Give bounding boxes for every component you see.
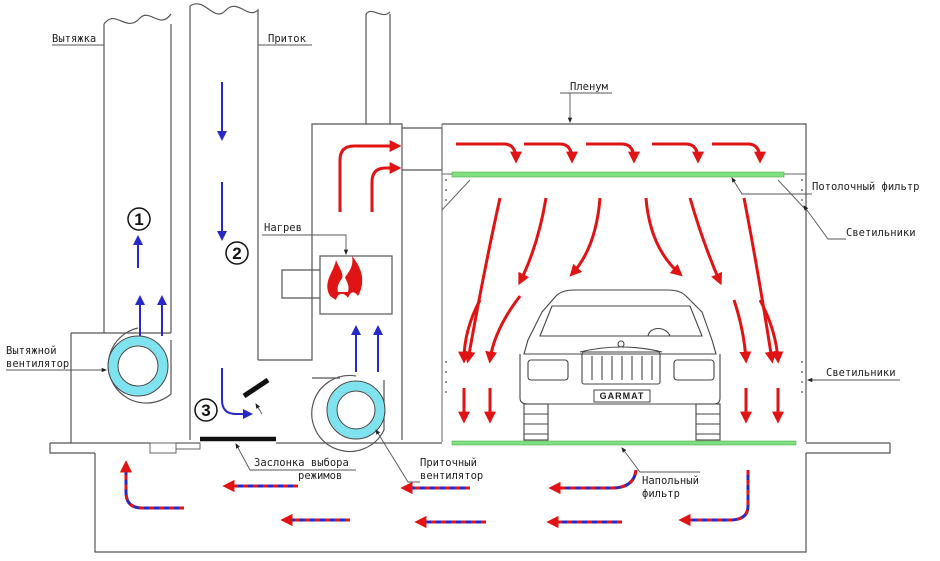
- label-supply: Приток: [268, 33, 307, 45]
- label-exhaust-fan-1: Вытяжной: [6, 345, 57, 357]
- mode-marker-3: 3: [194, 398, 218, 422]
- booth-structure: [49, 3, 891, 553]
- pit-return-arrows: [120, 460, 750, 528]
- booth-downflow-arrows: [458, 197, 784, 424]
- label-heating: Нагрев: [264, 222, 302, 234]
- labels: Вытяжка Приток Пленум Потолочный фильтр …: [6, 33, 919, 500]
- fan-icon: [108, 336, 168, 396]
- car: GARMAT: [519, 289, 721, 441]
- label-floor-filter-2: фильтр: [642, 488, 680, 500]
- damper-flap: [242, 377, 270, 399]
- heated-airflow-arrows: [338, 140, 402, 212]
- flame-icon: [327, 256, 363, 300]
- light-fixture-marks: [445, 179, 803, 393]
- label-lights-top: Светильники: [846, 227, 916, 239]
- exhaust-fan: [107, 327, 172, 404]
- mode-marker-1: 1: [127, 207, 151, 231]
- supply-fan: [311, 374, 386, 453]
- fan-icon: [327, 381, 385, 439]
- label-exhaust: Вытяжка: [52, 33, 96, 45]
- label-lights-side: Светильники: [826, 367, 896, 379]
- label-damper-2: режимов: [298, 470, 342, 482]
- exhaust-airflow-arrows: [133, 235, 167, 336]
- license-plate: [593, 389, 651, 403]
- ceiling-filter: [451, 171, 785, 178]
- label-damper-1: Заслонка выбора: [254, 457, 349, 469]
- label-plenum: Пленум: [570, 81, 609, 93]
- svg-text:3: 3: [201, 401, 210, 420]
- label-ceiling-filter: Потолочный фильтр: [812, 181, 919, 193]
- svg-text:1: 1: [134, 210, 143, 229]
- label-floor-filter-1: Напольный: [642, 475, 699, 487]
- plenum-airflow-arrows: [456, 142, 766, 164]
- label-supply-fan-1: Приточный: [420, 457, 477, 469]
- svg-text:2: 2: [232, 244, 241, 263]
- fan-outlet-arrows: [351, 325, 383, 372]
- mode-marker-2: 2: [225, 241, 249, 265]
- label-supply-fan-2: вентилятор: [420, 470, 483, 482]
- label-exhaust-fan-2: вентилятор: [6, 358, 69, 370]
- floor-filter: [451, 440, 797, 446]
- license-plate-text: GARMAT: [600, 391, 645, 401]
- supply-airflow-arrows: [217, 82, 253, 419]
